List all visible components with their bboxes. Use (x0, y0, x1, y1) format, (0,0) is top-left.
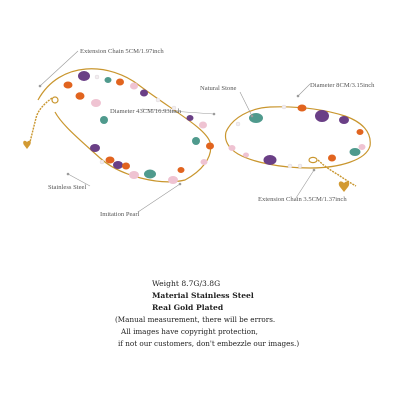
necklace (23, 68, 214, 184)
stone-carnelian (356, 129, 364, 135)
stone-rose-quartz (199, 121, 207, 129)
necklace-chain (37, 68, 212, 183)
stone-carnelian (297, 104, 307, 112)
spec-weight: Weight 8.7G/3.8G (152, 279, 220, 288)
stone-amethyst (113, 161, 123, 169)
pearl-bead (235, 121, 241, 127)
label-natural-stone: Natural Stone (200, 85, 237, 92)
stone-amethyst (78, 71, 90, 81)
stone-amethyst (315, 110, 329, 122)
bracelet (224, 104, 371, 192)
stone-amethyst (186, 115, 194, 121)
bracelet-extension-chain (317, 159, 357, 187)
spec-material: Material Stainless Steel (152, 291, 254, 300)
stone-turquoise (100, 116, 108, 124)
bracelet-chain (224, 106, 371, 169)
stone-turquoise (192, 137, 200, 145)
label-necklace-diameter: Diameter 43CM/16.93inch (110, 108, 182, 115)
bracelet-heart-charm (338, 181, 350, 192)
label-bracelet-extension: Extension Chain 3.5CM/1.37inch (258, 196, 347, 203)
stone-carnelian (177, 167, 185, 173)
stone-carnelian (75, 92, 85, 100)
stone-rose-quartz (358, 144, 366, 150)
note-line: All images have copyright protection, (120, 327, 258, 336)
stone-carnelian (206, 142, 214, 150)
pearl-bead (281, 104, 287, 110)
stone-amethyst (263, 155, 277, 165)
stone-carnelian (116, 78, 124, 86)
stone-carnelian (63, 81, 73, 89)
necklace-clasp (51, 96, 59, 104)
necklace-heart-charm (23, 140, 31, 149)
stone-rose-quartz (200, 159, 208, 165)
stone-turquoise (349, 148, 361, 156)
label-necklace-extension: Extension Chain 5CM/1.97inch (80, 48, 164, 55)
label-bracelet-diameter: Diameter 8CM/3.15inch (310, 82, 375, 89)
pearl-bead (94, 74, 100, 80)
necklace-extension-chain (29, 97, 53, 143)
stone-carnelian (122, 162, 130, 170)
label-stainless-steel: Stainless Steel (48, 184, 86, 191)
stone-carnelian (105, 156, 115, 164)
pearl-bead (99, 159, 105, 165)
stone-turquoise (104, 77, 112, 83)
stone-rose-quartz (130, 82, 138, 90)
stone-turquoise (144, 169, 156, 179)
stone-amethyst (90, 144, 100, 152)
note-line: (Manual measurement, there will be error… (115, 315, 275, 324)
stone-amethyst (339, 116, 349, 124)
stone-rose-quartz (243, 152, 249, 158)
note-line: if not our customers, don't embezzle our… (118, 339, 299, 348)
stone-rose-quartz (228, 145, 236, 151)
bracelet-clasp (308, 156, 318, 164)
leader-lines (38, 50, 316, 213)
stone-rose-quartz (168, 176, 178, 184)
stone-amethyst (140, 89, 148, 97)
pearl-bead (171, 105, 177, 111)
label-imitation-pearl: Imitation Pearl (100, 211, 140, 218)
stone-carnelian (328, 154, 336, 162)
stone-rose-quartz (91, 99, 101, 107)
pearl-bead (287, 163, 293, 169)
stone-rose-quartz (129, 171, 139, 179)
spec-plating: Real Gold Plated (152, 303, 224, 312)
pearl-bead (155, 97, 161, 103)
pearl-bead (297, 163, 303, 169)
